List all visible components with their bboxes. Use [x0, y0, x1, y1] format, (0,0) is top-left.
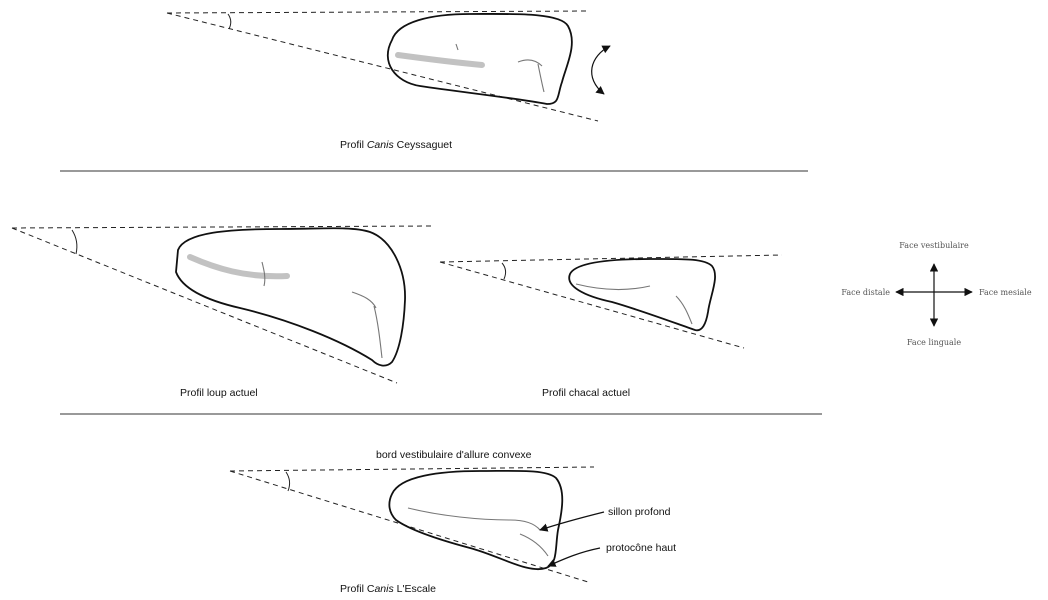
caption-chacal: Profil chacal actuel: [542, 387, 630, 399]
profile-ceyssaguet: Profil Canis Ceyssaguet: [167, 11, 610, 151]
reference-line-top: [230, 467, 594, 471]
profile-loup: Profil loup actuel: [12, 226, 432, 399]
groove: [576, 284, 692, 324]
caption-ceyssaguet: Profil Canis Ceyssaguet: [340, 139, 452, 151]
rotation-arrow: [592, 46, 610, 94]
angle-arc: [286, 472, 290, 491]
annotation-bord-vestibulaire: bord vestibulaire d'allure convexe: [376, 449, 532, 461]
arrow-sillon: [540, 512, 604, 530]
annotation-protocone-haut: protocône haut: [606, 542, 676, 554]
wear-facet: [190, 257, 287, 276]
cusp-line: [456, 44, 458, 50]
groove: [518, 60, 544, 92]
angle-arc: [502, 263, 506, 279]
compass-label-left: Face distale: [841, 288, 890, 297]
annotation-sillon-profond: sillon profond: [608, 506, 671, 518]
compass-label-right: Face mesiale: [979, 288, 1032, 297]
caption-escale: Profil Canis L'Escale: [340, 583, 436, 595]
angle-arc: [72, 230, 77, 254]
profile-escale: bord vestibulaire d'allure convexe sillo…: [230, 449, 676, 595]
groove: [408, 508, 540, 530]
profile-chacal: Profil chacal actuel: [440, 255, 782, 399]
tooth-outline: [389, 471, 562, 569]
groove: [352, 292, 382, 358]
reference-line-lingual: [167, 13, 598, 121]
tooth-outline: [176, 228, 405, 365]
orientation-compass: Face vestibulaire Face linguale Face dis…: [841, 241, 1031, 347]
reference-line-top: [12, 226, 432, 228]
compass-label-top: Face vestibulaire: [899, 241, 969, 250]
compass-label-bottom: Face linguale: [907, 338, 961, 347]
wear-facet: [398, 55, 482, 65]
reference-line-lingual: [440, 262, 744, 348]
groove-secondary: [520, 534, 548, 556]
caption-loup: Profil loup actuel: [180, 387, 258, 399]
reference-line-top: [167, 11, 590, 13]
reference-line-lingual: [12, 228, 397, 383]
angle-arc: [228, 14, 231, 29]
